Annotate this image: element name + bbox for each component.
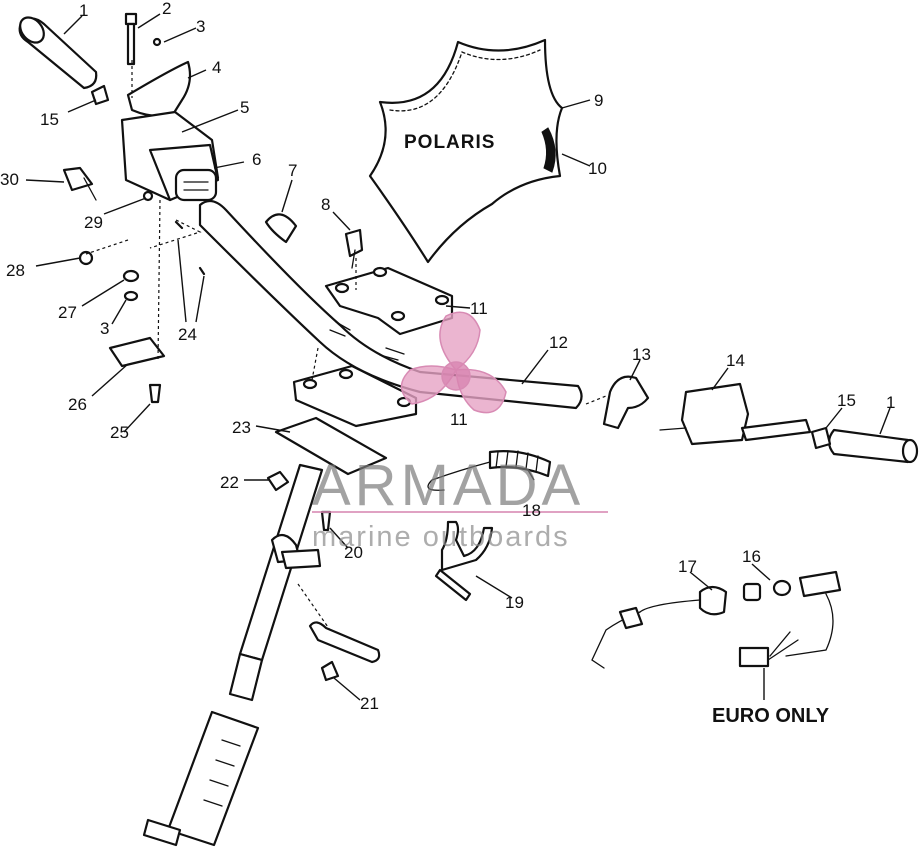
propeller-logo <box>400 311 507 414</box>
callout-15-left: 15 <box>40 110 59 129</box>
construction-lines <box>85 60 607 631</box>
spring-18 <box>427 450 552 491</box>
callout-labels: 1 2 3 4 5 6 7 8 9 10 11 11 12 13 14 15 1… <box>0 0 895 713</box>
left-grip <box>18 16 98 90</box>
euro-only-note: EURO ONLY <box>712 705 830 727</box>
callout-8: 8 <box>321 195 330 214</box>
plate-26 <box>108 336 166 368</box>
callout-16: 16 <box>742 547 761 566</box>
callout-1-right: 1 <box>886 393 895 412</box>
callout-11-upper: 11 <box>470 299 488 318</box>
callout-9: 9 <box>594 91 603 110</box>
callout-18: 18 <box>522 501 541 520</box>
callout-26: 26 <box>68 395 87 414</box>
bracket-19 <box>440 520 494 572</box>
callout-6: 6 <box>252 150 261 169</box>
callout-1: 1 <box>79 1 88 20</box>
callout-2: 2 <box>162 0 171 18</box>
callout-29: 29 <box>84 213 103 232</box>
watermark-tagline: marine outboards <box>312 521 570 553</box>
callout-22: 22 <box>220 473 239 492</box>
bracket-plate-23 <box>274 416 388 476</box>
callout-4: 4 <box>212 58 221 77</box>
bolt-2 <box>124 12 138 66</box>
callout-15-right: 15 <box>837 391 856 410</box>
leader-lines <box>25 13 891 701</box>
pad-brand-text: POLARIS <box>404 132 495 153</box>
lower-clamp <box>292 364 418 428</box>
callout-11-lower: 11 <box>450 410 468 429</box>
key-switch-assembly <box>591 570 842 669</box>
throttle-lever-13 <box>602 375 650 430</box>
bracket-19-foot <box>434 568 472 602</box>
callout-28: 28 <box>6 261 25 280</box>
callout-20: 20 <box>344 543 363 562</box>
callout-25: 25 <box>110 423 129 442</box>
callout-27: 27 <box>58 303 77 322</box>
callout-17: 17 <box>678 557 697 576</box>
right-grip <box>810 426 919 464</box>
callout-12: 12 <box>549 333 568 352</box>
clip-7 <box>264 213 298 244</box>
callout-14: 14 <box>726 351 745 370</box>
callout-21: 21 <box>360 694 379 713</box>
callout-19: 19 <box>505 593 524 612</box>
handlebar-pad: POLARIS <box>368 38 564 264</box>
callout-23: 23 <box>232 418 251 437</box>
upper-clamp <box>324 266 454 336</box>
hardware-small <box>62 37 364 682</box>
callout-24: 24 <box>178 325 197 344</box>
callout-13: 13 <box>632 345 651 364</box>
armada-watermark: ARMADA marine outboards <box>312 311 608 553</box>
tube-21 <box>308 621 381 664</box>
handlebar-tube <box>198 199 583 410</box>
callout-3: 3 <box>196 17 205 36</box>
switch-housing-14 <box>659 382 812 446</box>
callout-3-lower: 3 <box>100 319 109 338</box>
callout-5: 5 <box>240 98 249 117</box>
throttle-housing <box>120 60 220 202</box>
callout-10: 10 <box>588 159 607 178</box>
watermark-name: ARMADA <box>312 453 584 518</box>
steering-pole <box>142 463 324 847</box>
callout-30: 30 <box>0 170 19 189</box>
callout-7: 7 <box>288 161 297 180</box>
